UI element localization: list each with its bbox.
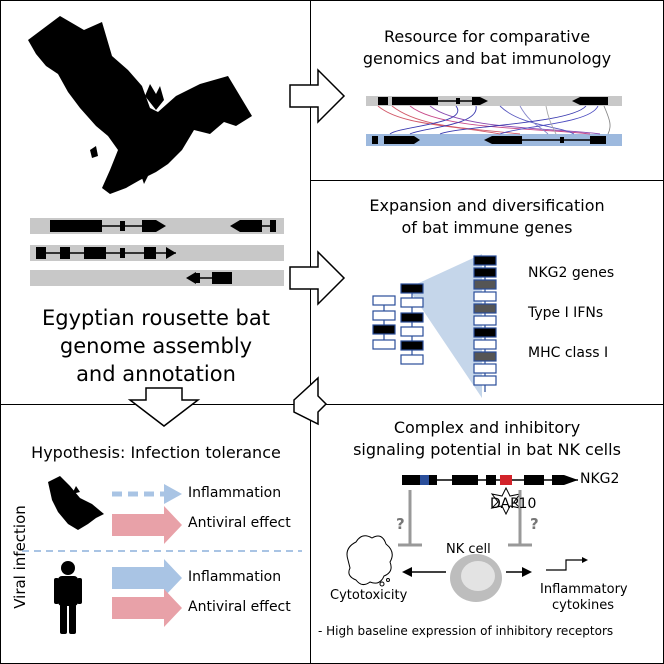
expansion-title-line1: Expansion and diversification [369,196,605,215]
nk-title-line2: signaling potential in bat NK cells [353,440,621,459]
human-antiviral-label: Antiviral effect [188,599,291,615]
viral-infection-label: Viral infection [11,505,29,609]
small-bat-icon [48,476,104,530]
main-title-line2: genome assembly [59,334,253,358]
arrow-to-expansion-icon [289,250,346,306]
transcription-arrow-icon [546,559,582,571]
gene-label-mhc: MHC class I [528,345,609,361]
resource-title-line1: Resource for comparative [383,27,591,46]
dying-cell-icon [346,535,393,586]
genome-tracks [30,218,284,286]
dap10-label: DAP10 [490,496,537,512]
main-title-line3: and annotation [76,362,236,386]
human-silhouette-icon [54,561,82,634]
cytokines-label: cytokines [552,598,615,613]
gene-label-ifn: Type I IFNs [528,305,604,321]
cytotoxicity-label: Cytotoxicity [330,588,408,603]
bat-silhouette-icon [28,16,252,194]
hypothesis-diagram [22,476,302,634]
arrow-to-resource-icon [289,68,346,124]
bat-inflammation-label: Inflammation [188,485,282,501]
nk-cell-label: NK cell [446,542,491,557]
question-mark-left: ? [396,515,405,533]
nk-title-line1: Complex and inhibitory [393,418,581,437]
connector-arrows [127,68,346,427]
gene-label-nkg2: NKG2 genes [528,265,615,281]
panel-resource [310,0,664,182]
bat-antiviral-label: Antiviral effect [188,515,291,531]
arrow-to-hypothesis-icon [127,387,201,427]
resource-title-line2: genomics and bat immunology [362,49,612,68]
inflammatory-label: Inflammatory [540,582,628,597]
arrow-to-nk-icon [293,376,328,426]
inhibitory-footnote: - High baseline expression of inhibitory… [318,624,614,638]
nkg2-gene-label: NKG2 [580,471,620,487]
nk-signaling-diagram [346,475,588,602]
panel-nk-signaling [310,404,664,664]
gene-expansion-diagram [372,254,497,398]
main-title-line1: Egyptian rousette bat [42,306,270,330]
expansion-title-line2: of bat immune genes [401,218,573,237]
hypothesis-title: Hypothesis: Infection tolerance [31,443,281,462]
synteny-diagram [366,96,622,146]
human-inflammation-label: Inflammation [188,569,282,585]
question-mark-right: ? [530,515,539,533]
